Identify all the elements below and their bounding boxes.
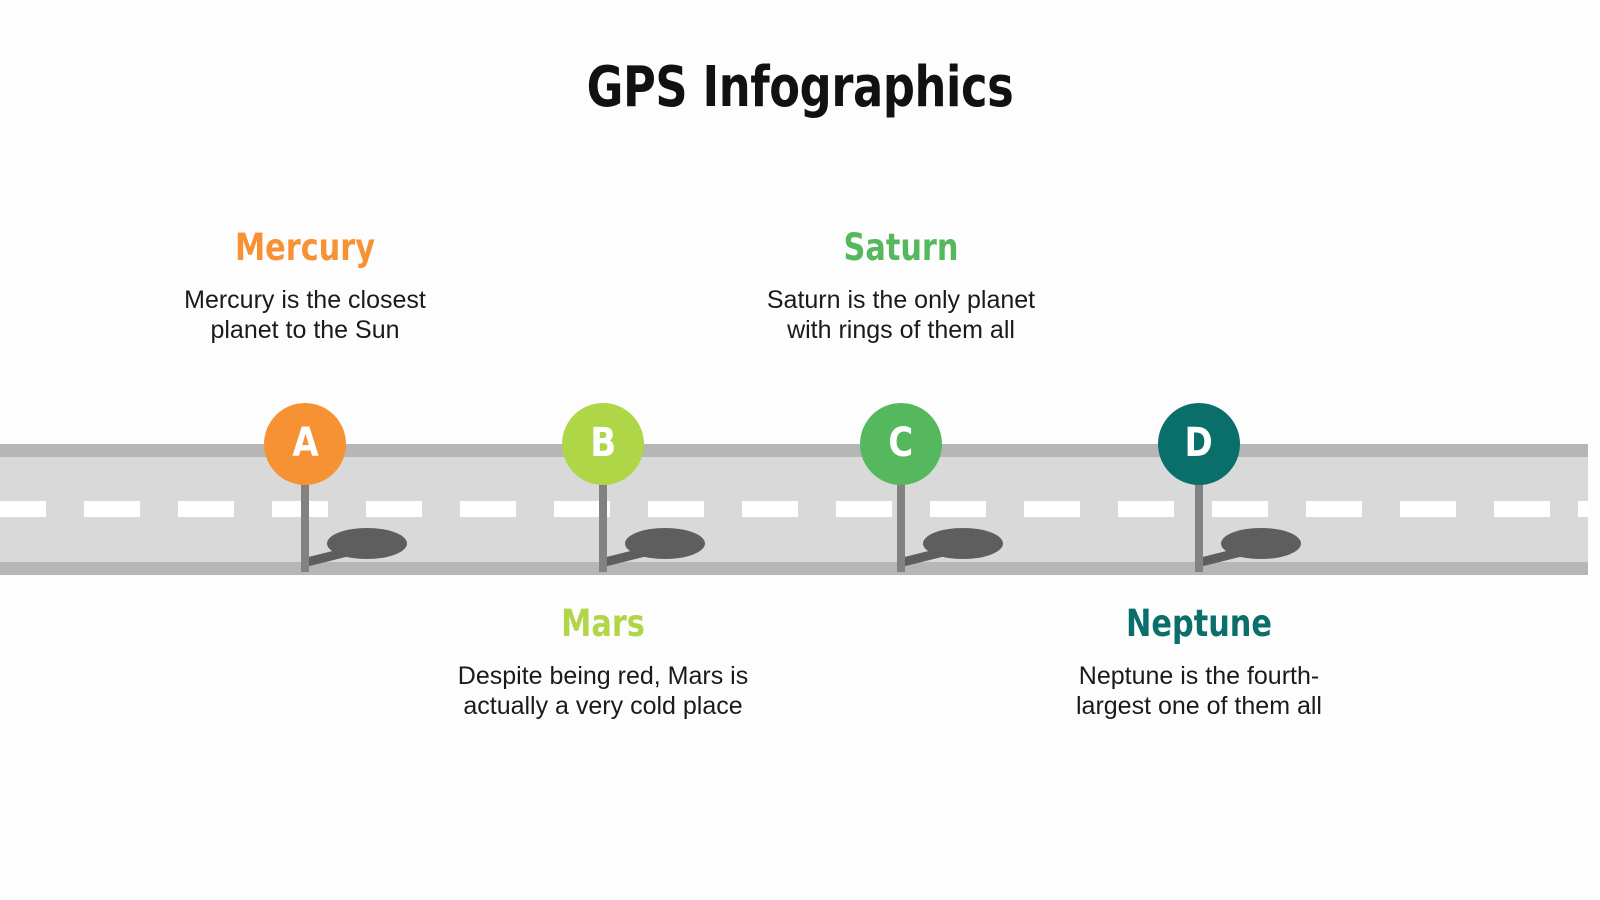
pin-marker-mercury[interactable]: A <box>264 403 346 485</box>
info-description-saturn: Saturn is the only planet with rings of … <box>766 285 1036 345</box>
page-title: GPS Infographics <box>586 55 1014 120</box>
road-lane-dashes <box>0 501 1588 517</box>
road-edge-top <box>0 444 1588 457</box>
pin-marker-mars[interactable]: B <box>562 403 644 485</box>
pin-marker-letter-mars: B <box>590 420 616 466</box>
pin-shadow-saturn <box>923 528 1003 559</box>
info-description-mercury: Mercury is the closest planet to the Sun <box>184 285 426 345</box>
road-edge-bottom <box>0 562 1588 575</box>
info-title-mars: Mars <box>561 602 645 645</box>
info-title-mercury: Mercury <box>234 226 376 269</box>
pin-pole-mars <box>599 444 607 572</box>
info-title-neptune: Neptune <box>1126 602 1272 645</box>
pin-pole-mercury <box>301 444 309 572</box>
pin-marker-neptune[interactable]: D <box>1158 403 1240 485</box>
info-description-mars: Despite being red, Mars is actually a ve… <box>457 661 749 721</box>
pin-marker-letter-saturn: C <box>888 420 914 466</box>
pin-marker-letter-neptune: D <box>1184 420 1214 466</box>
pin-pole-neptune <box>1195 444 1203 572</box>
pin-pole-saturn <box>897 444 905 572</box>
road-graphic <box>0 444 1588 575</box>
info-description-neptune: Neptune is the fourth-largest one of the… <box>1076 661 1322 721</box>
pin-marker-letter-mercury: A <box>291 420 319 466</box>
pin-marker-saturn[interactable]: C <box>860 403 942 485</box>
pin-shadow-mars <box>625 528 705 559</box>
pin-shadow-neptune <box>1221 528 1301 559</box>
info-title-saturn: Saturn <box>843 226 959 269</box>
pin-shadow-mercury <box>327 528 407 559</box>
